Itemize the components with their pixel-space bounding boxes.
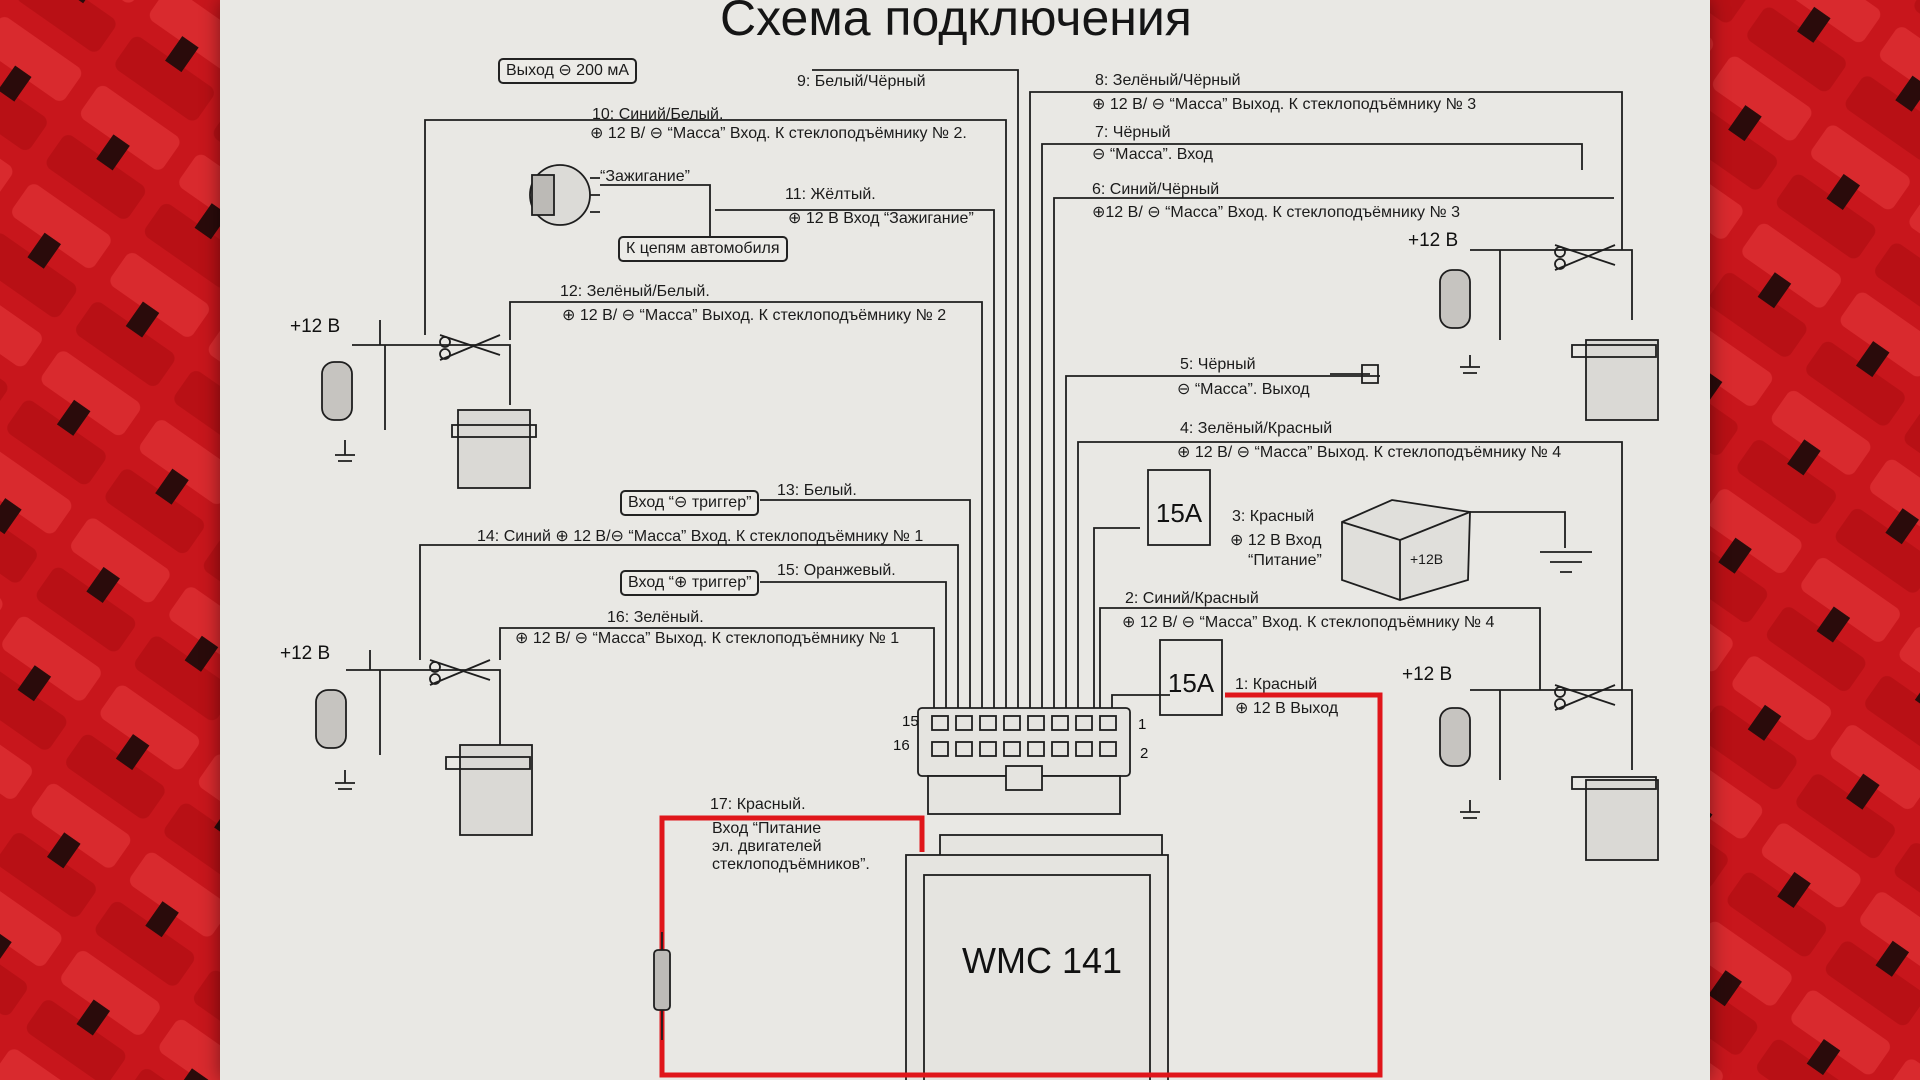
wire-5-desc: ⊖ “Масса”. Выход: [1177, 381, 1310, 398]
pin-1-label: 1: [1138, 716, 1147, 733]
wire-17-desc-1: Вход “Питание: [712, 820, 822, 837]
wire-8-desc: ⊕ 12 В/ ⊖ “Масса” Выход. К стеклоподъёмн…: [1092, 96, 1477, 113]
wire-13-label: 13: Белый.: [777, 482, 857, 499]
plus12-label-3: +12 В: [1408, 230, 1459, 251]
plus12-label-1: +12 В: [280, 643, 331, 664]
wmc-module: [905, 834, 1169, 1080]
wire-5-label: 5: Чёрный: [1180, 356, 1256, 373]
plus12-label-4: +12 В: [1402, 664, 1453, 685]
window-motor-1: [315, 650, 533, 836]
wire-15-label: 15: Оранжевый.: [777, 562, 896, 579]
page-title: Схема подключения: [720, 0, 1192, 46]
wire-17-desc-3: стеклоподъёмников”.: [712, 856, 870, 873]
wire-9-label: 9: Белый/Чёрный: [797, 73, 926, 90]
pin-15-label: 15: [902, 713, 919, 730]
device-label: WMC 141: [962, 940, 1123, 981]
box-vehicle-circuits: К цепям автомобиля: [618, 236, 788, 262]
wire-8-label: 8: Зелёный/Чёрный: [1095, 72, 1241, 89]
wire-17-label: 17: Красный.: [710, 796, 806, 813]
plus12-label-2: +12 В: [290, 316, 341, 337]
wire-11-label: 11: Жёлтый.: [785, 186, 876, 203]
box-output-200ma: Выход ⊖ 200 мА: [498, 58, 637, 84]
ignition-switch-symbol: [529, 164, 711, 236]
wire-bundle: [419, 69, 1623, 740]
ignition-label: “Зажигание”: [600, 168, 690, 185]
wire-16-label: 16: Зелёный.: [607, 609, 704, 626]
wire-3-label: 3: Красный: [1232, 508, 1315, 525]
wire-10-desc: ⊕ 12 В/ ⊖ “Масса” Вход. К стеклоподъёмни…: [590, 125, 967, 142]
wire-2-desc: ⊕ 12 В/ ⊖ “Масса” Вход. К стеклоподъёмни…: [1122, 614, 1495, 631]
pin-2-label: 2: [1140, 745, 1149, 762]
wire-4-label: 4: Зелёный/Красный: [1180, 420, 1333, 437]
window-motor-2: [321, 320, 537, 489]
wire-1-desc: ⊕ 12 В Выход: [1235, 700, 1339, 717]
window-motor-3: [1439, 244, 1659, 421]
battery-symbol: [1341, 499, 1592, 601]
pin-16-label: 16: [893, 737, 910, 754]
wire-4-desc: ⊕ 12 В/ ⊖ “Масса” Выход. К стеклоподъёмн…: [1177, 444, 1562, 461]
fuse-label-1: 15A: [1167, 668, 1215, 698]
wire-3-desc-1: ⊕ 12 В Вход: [1230, 532, 1322, 549]
battery-label: +12В: [1410, 551, 1444, 567]
wire-1-label: 1: Красный: [1235, 676, 1318, 693]
box-trigger-positive: Вход “⊕ триггер”: [620, 570, 760, 596]
fuse-3: [1147, 469, 1211, 546]
wire-7-desc: ⊖ “Масса”. Вход: [1092, 146, 1213, 163]
wire-7-label: 7: Чёрный: [1095, 124, 1171, 141]
wire-2-label: 2: Синий/Красный: [1125, 590, 1259, 607]
window-motor-4: [1439, 684, 1659, 861]
box-trigger-negative: Вход “⊖ триггер”: [620, 490, 760, 516]
wire-3-desc-2: “Питание”: [1248, 552, 1322, 569]
fuse-1: [1159, 639, 1223, 716]
ground-lug: [1330, 364, 1379, 384]
wire-11-desc: ⊕ 12 В Вход “Зажигание”: [788, 210, 974, 227]
wire-10-label: 10: Синий/Белый.: [592, 106, 724, 123]
wire-6-desc: ⊕12 В/ ⊖ “Масса” Вход. К стеклоподъёмник…: [1092, 204, 1460, 221]
red-highlight-frame: [659, 692, 1383, 1078]
wire-6-label: 6: Синий/Чёрный: [1092, 181, 1220, 198]
wire-16-desc: ⊕ 12 В/ ⊖ “Масса” Выход. К стеклоподъёмн…: [515, 630, 900, 647]
wire-14-label: 14: Синий ⊕ 12 В/⊖ “Масса” Вход. К стекл…: [477, 528, 924, 545]
connector-block: [917, 707, 1131, 815]
plug-connector: [653, 932, 671, 1040]
wire-12-desc: ⊕ 12 В/ ⊖ “Масса” Выход. К стеклоподъёмн…: [562, 307, 947, 324]
wire-12-label: 12: Зелёный/Белый.: [560, 283, 710, 300]
fuse-label-3: 15A: [1155, 498, 1203, 528]
wire-17-desc-2: эл. двигателей: [712, 838, 822, 855]
